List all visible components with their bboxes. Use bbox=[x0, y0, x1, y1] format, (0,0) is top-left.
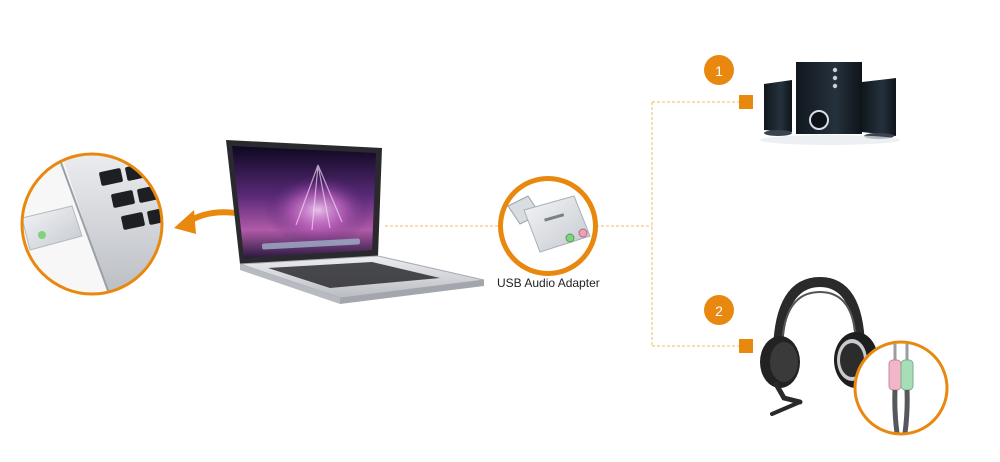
connector-lines bbox=[385, 95, 753, 353]
adapter-label: USB Audio Adapter bbox=[497, 276, 600, 290]
step-badge-1: 1 bbox=[704, 55, 734, 85]
speaker-port-marker bbox=[739, 95, 753, 109]
arrow-left-icon bbox=[174, 209, 245, 234]
laptop bbox=[226, 140, 485, 304]
step-badge-2: 2 bbox=[704, 295, 734, 325]
headset-port-marker bbox=[739, 339, 753, 353]
audio-plugs-circle bbox=[853, 340, 949, 436]
badge-1-number: 1 bbox=[715, 63, 723, 79]
magnifier-circle bbox=[20, 152, 164, 296]
badge-2-number: 2 bbox=[715, 303, 723, 319]
pink-plug bbox=[888, 359, 902, 391]
usb-adapter bbox=[498, 176, 598, 276]
headset bbox=[760, 276, 901, 431]
green-plug bbox=[900, 359, 914, 391]
speaker-set bbox=[760, 62, 900, 145]
